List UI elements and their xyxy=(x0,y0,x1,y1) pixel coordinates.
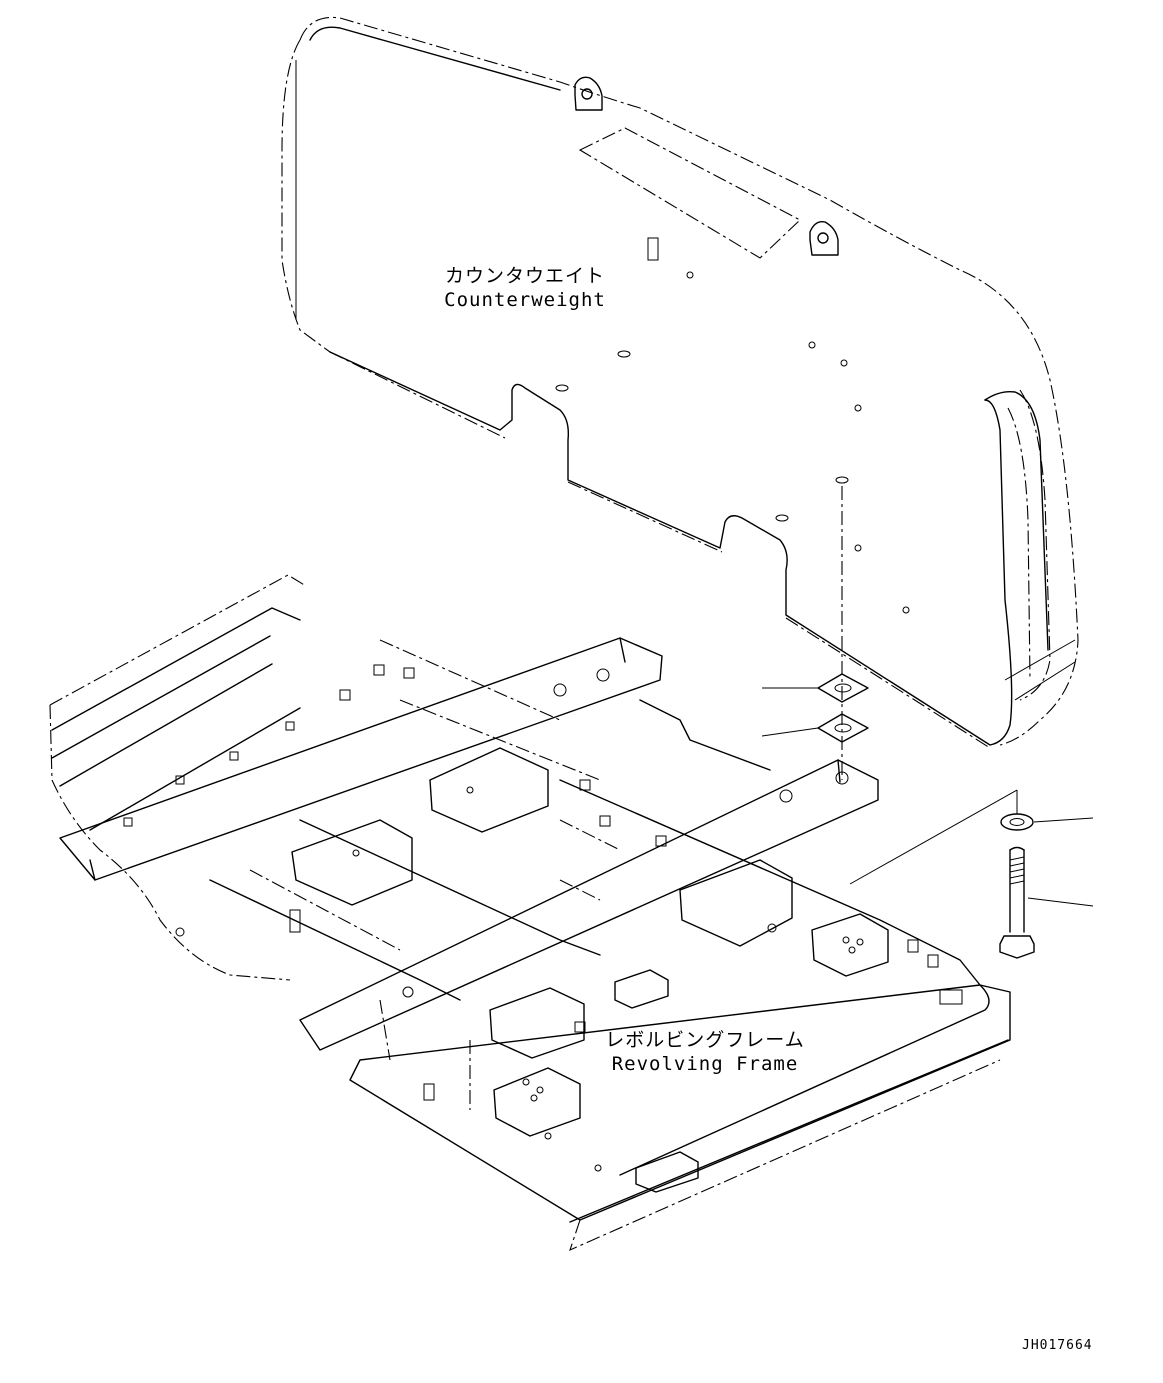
shim-plates xyxy=(761,486,869,780)
revolving-frame-label-en: Revolving Frame xyxy=(611,1053,799,1075)
counterweight-label: カウンタウエイト Counterweight xyxy=(420,264,630,312)
revolving-frame-part xyxy=(49,574,1011,1252)
revolving-frame-label: レボルビングフレーム Revolving Frame xyxy=(594,1028,816,1076)
counterweight-label-jp: カウンタウエイト xyxy=(444,265,605,287)
drawing-code: JH017664 xyxy=(1022,1338,1093,1353)
counterweight-part xyxy=(281,16,1079,749)
washer-and-bolt xyxy=(849,789,1094,959)
counterweight-label-en: Counterweight xyxy=(444,289,606,311)
revolving-frame-label-jp: レボルビングフレーム xyxy=(605,1029,805,1051)
